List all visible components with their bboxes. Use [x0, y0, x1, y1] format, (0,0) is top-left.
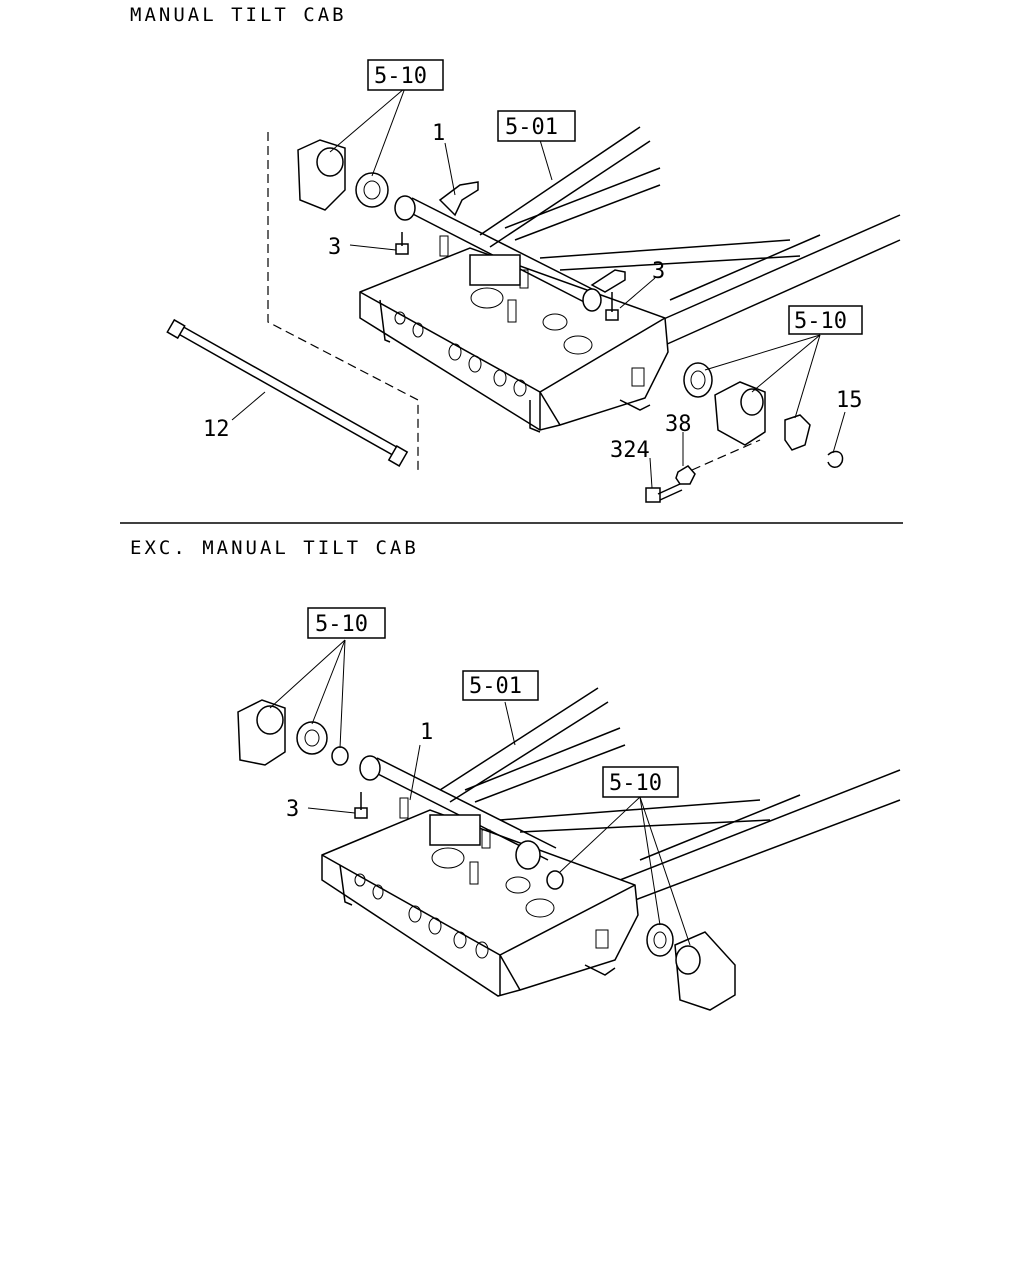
leaders-section-1 [231, 87, 846, 489]
bracket-upper-left [237, 699, 349, 766]
svg-text:5-10: 5-10 [374, 64, 427, 89]
section-title: MANUAL TILT CAB [130, 4, 347, 26]
svg-text:5-10: 5-10 [794, 309, 847, 334]
svg-text:5-01: 5-01 [505, 115, 558, 140]
callout-3: 3 [328, 235, 341, 260]
section-exc-manual-tilt-cab: EXC. MANUAL TILT CAB [130, 537, 901, 1011]
bolt-3-right [605, 292, 619, 321]
svg-text:5-10: 5-10 [609, 771, 662, 796]
part-12-rod [166, 318, 409, 467]
callout-38: 38 [665, 412, 692, 437]
callout-1: 1 [432, 121, 445, 146]
ref-box-5-10-top[interactable]: 5-10 [307, 607, 386, 639]
callout-12: 12 [203, 417, 230, 442]
callout-3: 3 [652, 259, 665, 284]
callout-15: 15 [836, 388, 863, 413]
section-manual-tilt-cab: MANUAL TILT CAB [130, 4, 901, 503]
callout-3: 3 [286, 797, 299, 822]
cross-member [321, 809, 639, 997]
bracket-upper-left [297, 139, 389, 211]
ref-box-5-10-right[interactable]: 5-10 [602, 766, 679, 798]
bolt-324 [645, 483, 683, 503]
svg-text:5-01: 5-01 [469, 674, 522, 699]
bolt-3-left [395, 232, 409, 255]
ref-box-5-10-top[interactable]: 5-10 [367, 59, 444, 91]
leaders-section-2 [269, 639, 691, 946]
ref-box-5-01-top[interactable]: 5-01 [462, 670, 539, 701]
bracket-right [683, 362, 844, 468]
svg-text:5-10: 5-10 [315, 612, 368, 637]
tilt-shaft [394, 181, 626, 312]
bracket-lower-right [646, 923, 736, 1011]
ref-box-5-10-right[interactable]: 5-10 [788, 305, 863, 335]
section-title: EXC. MANUAL TILT CAB [130, 537, 419, 559]
tilt-shaft [359, 755, 564, 890]
frame-rails [479, 126, 901, 346]
callout-324: 324 [610, 438, 650, 463]
callout-1: 1 [420, 720, 433, 745]
bolt-3 [354, 792, 368, 819]
nut-38 [675, 465, 696, 485]
ref-box-5-01-top[interactable]: 5-01 [497, 110, 576, 142]
